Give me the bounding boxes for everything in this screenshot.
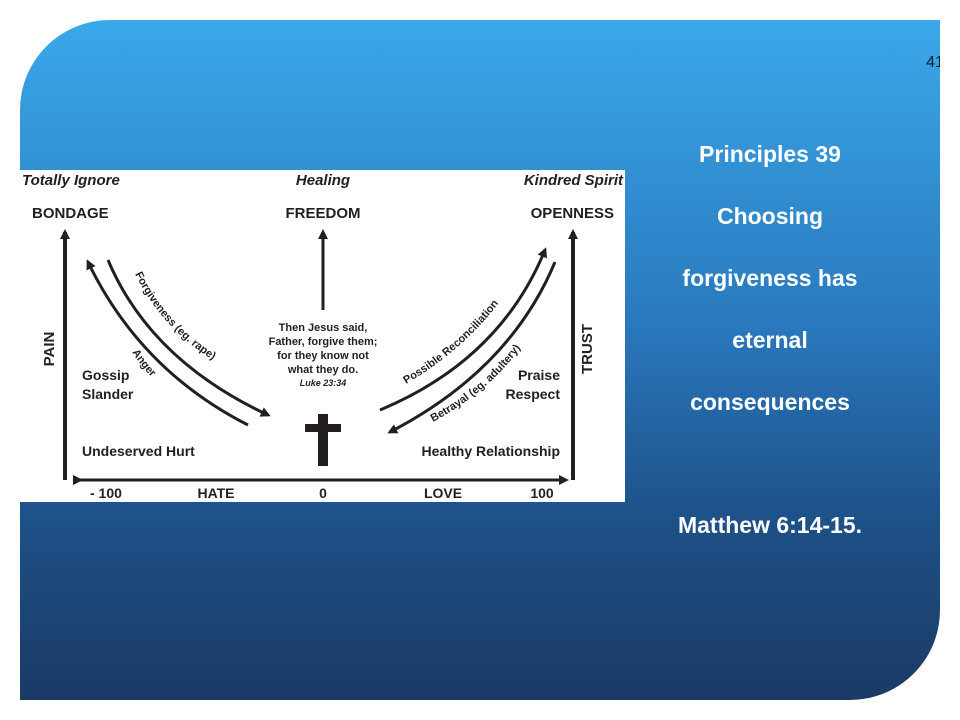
slide-panel: 41 Totally Ignore BONDAGE Healing FREEDO… bbox=[20, 20, 940, 700]
quote-line-3: for they know not bbox=[277, 350, 369, 362]
forgiveness-diagram: Totally Ignore BONDAGE Healing FREEDOM K… bbox=[20, 170, 625, 502]
axis-max-label: 100 bbox=[530, 485, 554, 501]
left-heading: Totally Ignore bbox=[22, 172, 120, 189]
axis-love-label: LOVE bbox=[424, 485, 462, 501]
quote-line-1: Then Jesus said, bbox=[279, 322, 368, 334]
forgiveness-curve-arrow bbox=[106, 259, 271, 417]
title-line-1: Principles 39 bbox=[699, 141, 841, 167]
gossip-label: Gossip bbox=[82, 367, 129, 383]
slide-title: Principles 39 Choosing forgiveness has e… bbox=[628, 123, 912, 433]
cross-icon bbox=[305, 414, 341, 466]
trust-label: TRUST bbox=[579, 324, 596, 374]
center-state-label: FREEDOM bbox=[286, 205, 361, 222]
title-line-2: Choosing bbox=[716, 203, 824, 229]
undeserved-hurt-label: Undeserved Hurt bbox=[82, 443, 195, 459]
anger-curve-arrow bbox=[86, 259, 249, 427]
anger-curve-label: Anger bbox=[130, 347, 159, 380]
reconciliation-curve-arrow bbox=[379, 247, 547, 412]
slander-label: Slander bbox=[82, 386, 134, 402]
center-heading: Healing bbox=[296, 172, 350, 189]
healthy-relationship-label: Healthy Relationship bbox=[422, 443, 560, 459]
quote-line-2: Father, forgive them; bbox=[269, 336, 378, 348]
diagram-svg: Totally Ignore BONDAGE Healing FREEDOM K… bbox=[22, 172, 624, 501]
betrayal-curve-arrow bbox=[387, 261, 557, 434]
scripture-reference: Matthew 6:14-15. bbox=[677, 512, 863, 538]
axis-hate-label: HATE bbox=[197, 485, 234, 501]
praise-label: Praise bbox=[518, 367, 560, 383]
slide-number: 41 bbox=[926, 54, 940, 71]
title-line-3: forgiveness has bbox=[682, 265, 858, 291]
title-line-4: eternal bbox=[732, 327, 808, 353]
axis-zero-label: 0 bbox=[319, 485, 327, 501]
quote-line-4: what they do. bbox=[287, 364, 358, 376]
quote-reference: Luke 23:34 bbox=[300, 378, 347, 388]
axis-min-label: - 100 bbox=[90, 485, 122, 501]
pain-label: PAIN bbox=[41, 332, 58, 367]
left-state-label: BONDAGE bbox=[32, 205, 109, 222]
right-heading: Kindred Spirit bbox=[524, 172, 624, 189]
title-line-5: consequences bbox=[690, 389, 850, 415]
respect-label: Respect bbox=[506, 386, 561, 402]
right-state-label: OPENNESS bbox=[531, 205, 614, 222]
